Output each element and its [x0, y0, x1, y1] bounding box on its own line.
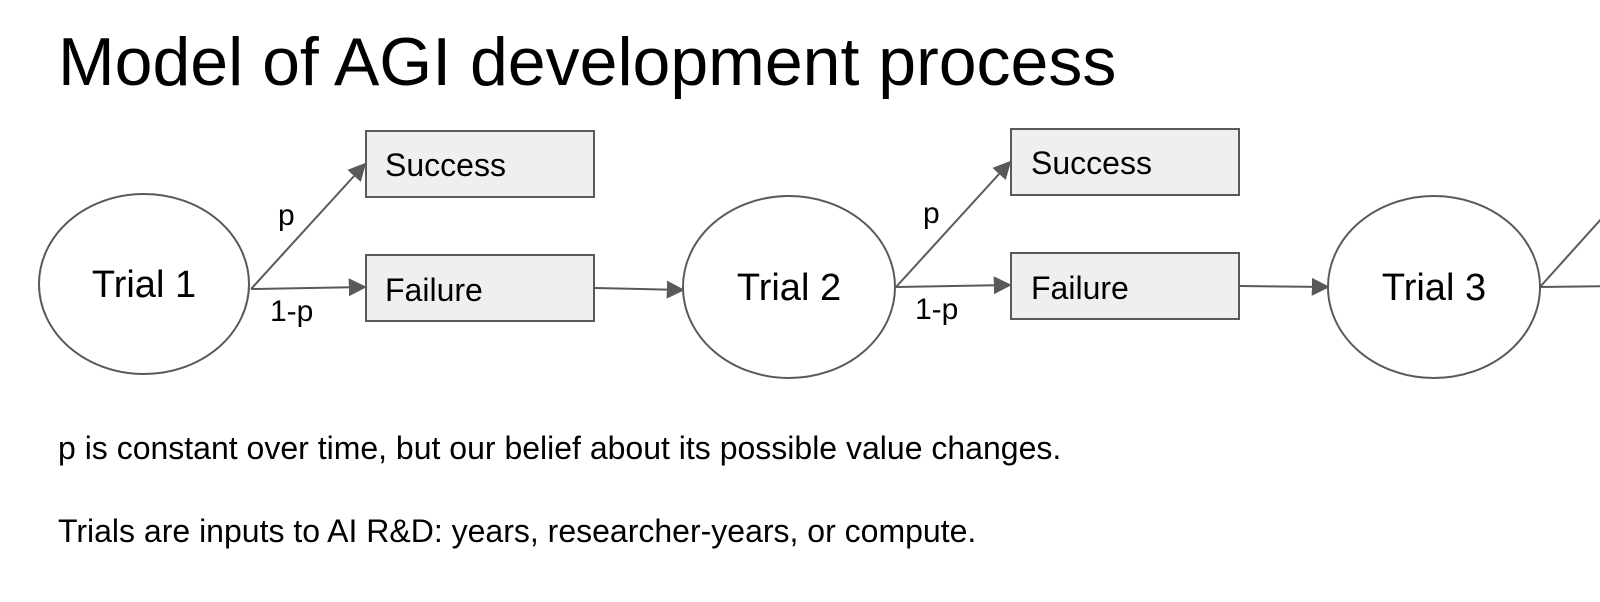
trial-1-1-p-label: 1-p	[270, 295, 313, 328]
trial-2-failure-box	[1010, 252, 1240, 320]
trial-2-label: Trial 2	[737, 267, 841, 309]
failure-1-to-trial-2-arrow	[594, 280, 685, 299]
trial-1-node	[38, 193, 250, 375]
trial-3-success-arrow-partial	[1539, 218, 1600, 288]
trial-1-p-label: p	[278, 199, 295, 232]
trial-2-success-arrow	[895, 160, 1012, 288]
trial-2-failure-arrow	[895, 276, 1012, 295]
note-p-constant: p is constant over time, but our belief …	[58, 430, 1062, 466]
trial-2-1-p-label: 1-p	[915, 293, 958, 326]
trial-2-node	[682, 195, 896, 379]
trial-1-failure-arrow	[250, 278, 367, 297]
failure-2-to-trial-3-arrow	[1239, 277, 1330, 296]
trial-1-success-box	[365, 130, 595, 198]
slide-title: Model of AGI development process	[58, 24, 1117, 100]
trial-1-success-label: Success	[385, 147, 506, 183]
trial-1-failure-label: Failure	[385, 272, 483, 308]
trial-3-failure-arrow-partial	[1539, 285, 1600, 288]
trial-1-label: Trial 1	[92, 264, 196, 306]
trial-2-failure-label: Failure	[1031, 270, 1129, 306]
trial-1-success-arrow	[250, 162, 367, 290]
trial-3-label: Trial 3	[1382, 267, 1486, 309]
trial-1-failure-box	[365, 254, 595, 322]
trial-2-success-label: Success	[1031, 145, 1152, 181]
trial-2-p-label: p	[923, 197, 940, 230]
note-trials-inputs: Trials are inputs to AI R&D: years, rese…	[58, 513, 977, 549]
trial-2-success-box	[1010, 128, 1240, 196]
